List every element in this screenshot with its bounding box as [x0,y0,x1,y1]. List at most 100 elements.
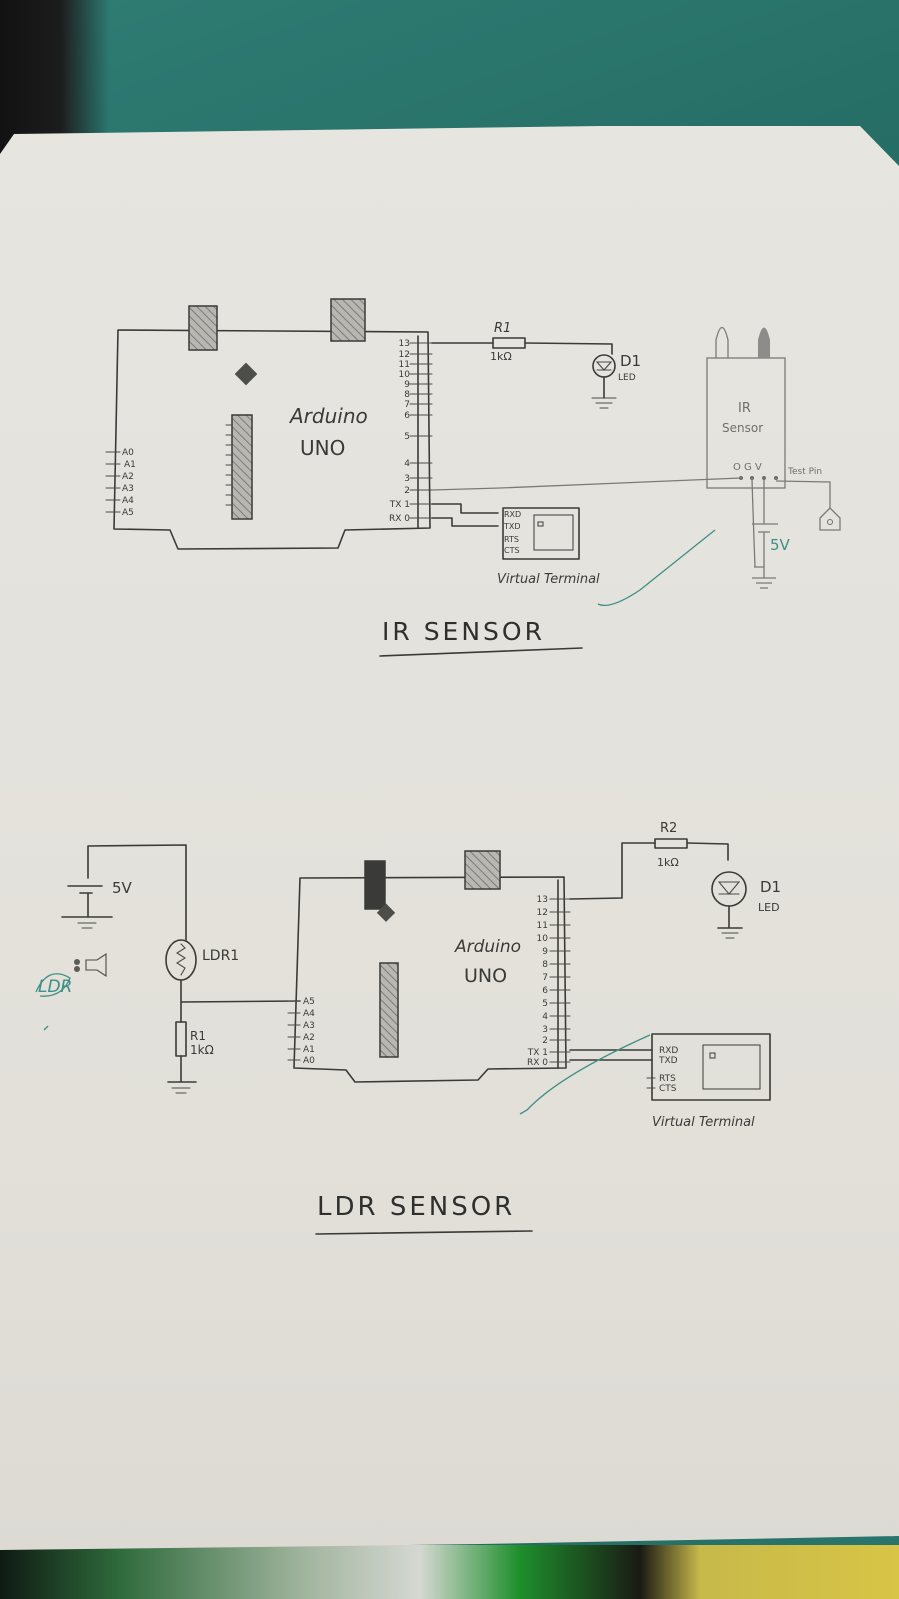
pin-label: A1 [124,460,136,470]
arduino-board-1: Arduino UNO A0 A1 A2 A3 A4 A5 [105,298,433,550]
board-label: Arduino [454,937,521,957]
usb-connector [188,305,218,351]
pin-label: TX 1 [389,500,410,510]
ldr-name: LDR1 [202,948,239,964]
pin-label: 6 [404,411,410,421]
pin-label: 11 [537,921,548,931]
d1-name: D1 [760,878,781,896]
pin-label: A3 [122,484,134,494]
ground-icon [752,566,776,589]
pin-label: 8 [542,960,548,970]
scribble-icon [35,973,71,997]
board-label-uno: UNO [300,436,345,460]
pin-label: A4 [303,1009,315,1019]
d1-type: LED [758,901,780,914]
terminal-pin: RXD [504,510,521,519]
terminal-pin: TXD [658,1056,678,1066]
board-label: Arduino [288,404,368,428]
pin-label: RX 0 [389,514,410,524]
virtual-terminal-2: RXD TXD RTS CTS Virtual Terminal [569,1033,771,1130]
pin-label: A5 [122,508,134,518]
terminal-label: Virtual Terminal [652,1115,755,1130]
test-pin-label: Test Pin [787,467,822,477]
pin-label: A1 [303,1045,315,1055]
check-mark-icon [519,1034,651,1115]
pin-label: A5 [303,997,315,1007]
r2-value: 1kΩ [657,856,679,869]
ir-pin-labels: O G V [733,462,762,473]
test-pin-icon [819,507,841,531]
terminal-pin: CTS [659,1084,677,1094]
ir-sensor-module: IR Sensor O G V Test Pin 5V [431,326,841,589]
pin-label: A0 [122,448,134,458]
ir-emitter-icon [715,326,729,358]
power-supply: 5V [61,844,187,941]
pin-label: 4 [542,1012,548,1022]
pin-label: TX 1 [527,1048,548,1058]
led-d1: D1 LED [591,352,641,409]
arduino-board-2: Arduino UNO A5 A4 A3 A2 A1 A0 [287,850,571,1083]
pin-label: A4 [122,496,134,506]
supply-5v: 5V [112,879,133,897]
terminal-pin: RTS [504,535,519,544]
notebook-page [0,126,899,1550]
terminal-pin: CTS [504,546,520,555]
pin-label: A2 [303,1033,315,1043]
pin-label: 10 [399,370,411,380]
pin-label: 2 [542,1036,548,1046]
pin-label: 13 [537,895,548,905]
pin-label: A2 [122,472,134,482]
digital-pin-ticks [409,342,433,519]
ground-icon [591,397,617,409]
r1-value: 1kΩ [190,1043,214,1057]
terminal-pin: TXD [503,522,521,531]
r1-name: R1 [494,321,511,336]
pin-label: A0 [303,1056,315,1066]
atmega-ic [231,414,253,520]
pin-label: 12 [399,350,410,360]
d1-name: D1 [620,352,641,370]
pin-label: RX 0 [527,1058,548,1068]
terminal-label: Virtual Terminal [497,572,600,587]
usb-connector [364,860,386,910]
pin-label: 6 [542,986,548,996]
ground-icon [721,932,739,939]
resistor-r2: R2 1kΩ [569,821,729,900]
pin-label: A3 [303,1021,315,1031]
pin-label: 3 [404,474,410,484]
ground-icon [171,1087,191,1094]
power-jack [330,298,366,342]
power-jack [464,850,501,890]
ldr-note: LDR [38,977,72,997]
pin-label: 2 [404,486,410,496]
pin-label: 9 [404,380,410,390]
digital-pin-ticks [549,898,571,1063]
ground-icon [77,922,97,929]
resistor-r1-ldr: R1 1kΩ [167,1021,214,1094]
chip-icon [376,903,396,922]
pin-label: 12 [537,908,548,918]
ir-sensor-diagram: Arduino UNO A0 A1 A2 A3 A4 A5 [105,298,841,657]
diagram-title-ldr: LDR SENSOR [317,1192,515,1222]
pin-label: 3 [542,1025,548,1035]
virtual-terminal-1: RXD TXD RTS CTS Virtual Terminal [431,503,600,587]
r2-name: R2 [660,821,677,836]
ldr-sensor-diagram: 5V LDR1 LDR R1 1kΩ Arduin [35,821,781,1235]
pin-label: 7 [404,400,410,410]
check-mark-icon [597,529,716,607]
ir-receiver-icon [758,327,770,358]
atmega-ic [379,962,399,1058]
pin-label: 4 [404,459,410,469]
pin-label: 9 [542,947,548,957]
board-label-uno: UNO [464,965,507,987]
pin-label: 5 [404,432,410,442]
pin-label: 11 [399,360,410,370]
bottom-fabric [0,1545,899,1599]
r1-value: 1kΩ [490,350,512,363]
led-d1-ldr: D1 LED [711,871,781,939]
ldr-1: LDR1 [165,939,301,1023]
terminal-pin: RXD [659,1046,678,1056]
pin-label: 8 [404,390,410,400]
pin-label: 7 [542,973,548,983]
